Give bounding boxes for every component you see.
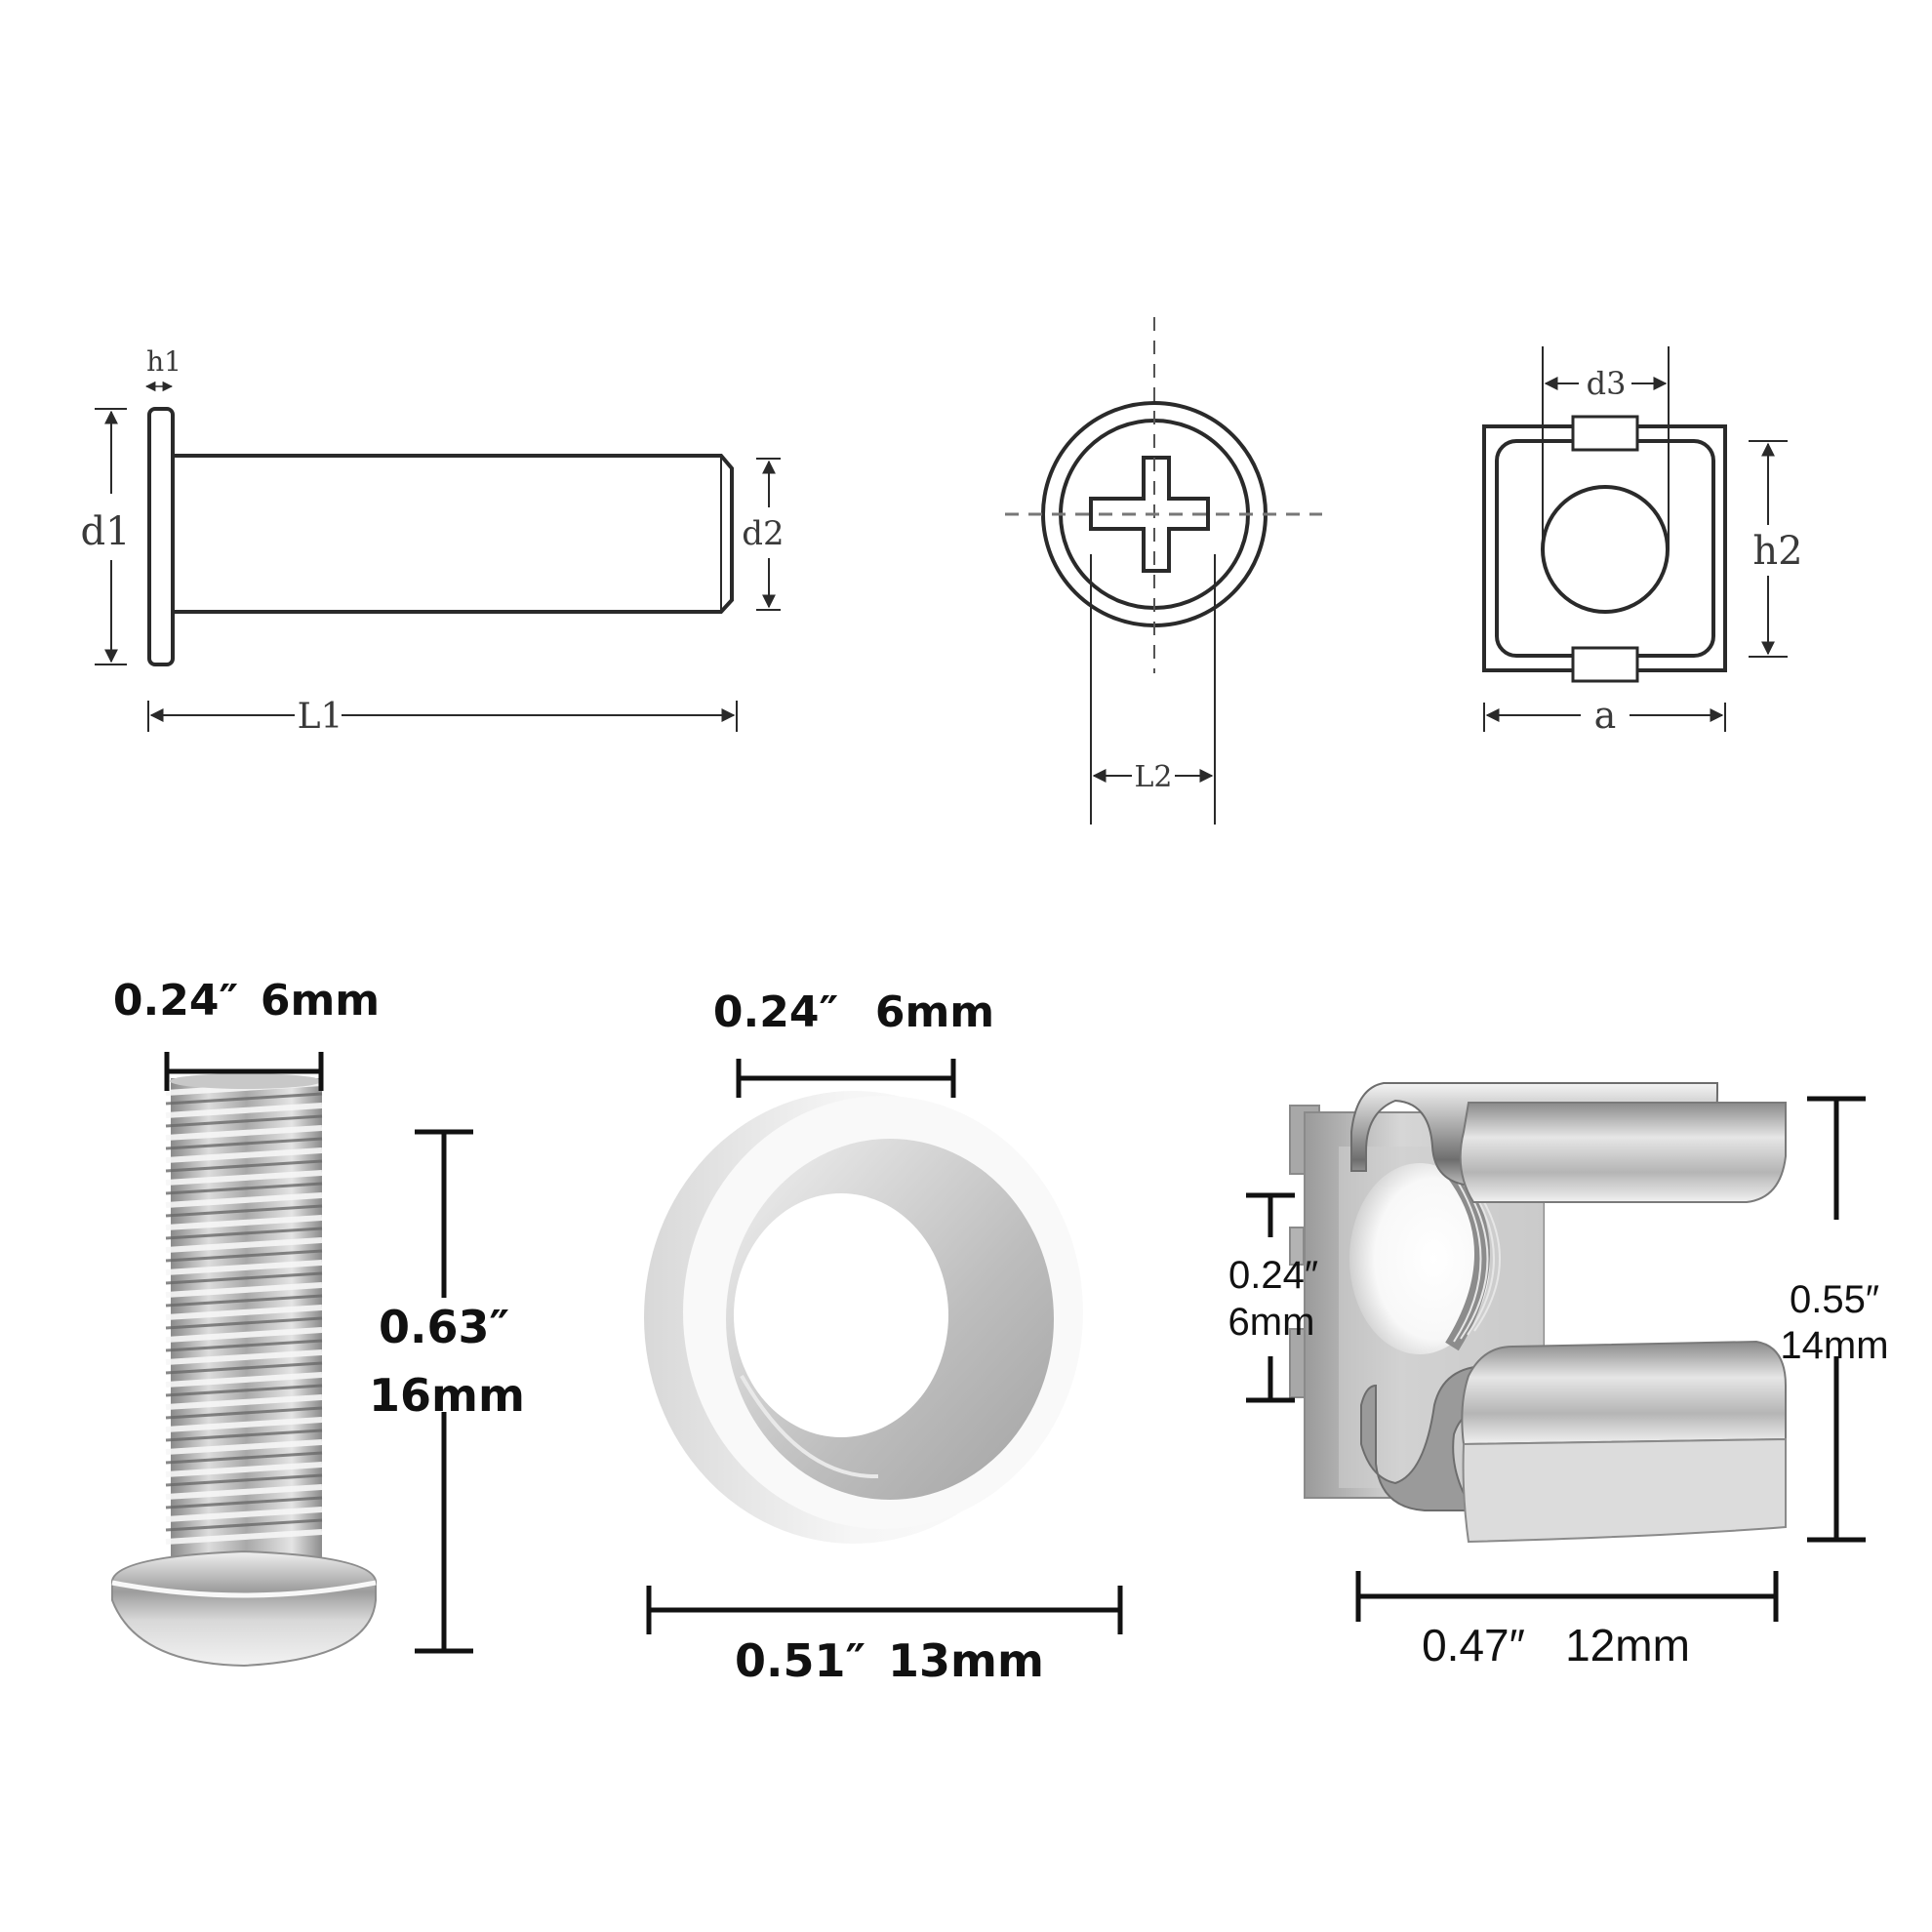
cage-thread-hole: [1541, 485, 1670, 614]
cage-bottom-tab: [1571, 646, 1639, 683]
screw-button-head: [111, 1550, 377, 1668]
label-d1: d1: [80, 509, 130, 554]
washer-hole: [734, 1193, 948, 1437]
cage-outer-square: [1482, 424, 1727, 672]
screw-length-inch: 0.63″: [379, 1301, 509, 1353]
cage-nut-hole-inch: 0.24″: [1228, 1254, 1318, 1297]
cage-nut-dimension-lines: [1246, 1096, 1866, 1622]
screw-head-outline: [147, 407, 175, 666]
cage-nut-top-view-drawing: [1482, 346, 1788, 732]
phillips-cross-icon: [1089, 456, 1210, 573]
screw-head-top-view-drawing: [1005, 317, 1322, 825]
cage-top-tab: [1571, 415, 1639, 452]
cage-nut-bottom-clip: [1461, 1340, 1787, 1446]
cage-nut-height-mm: 14mm: [1780, 1324, 1888, 1367]
screw-shank-outline: [173, 454, 734, 614]
washer-inner-mm: 6mm: [875, 987, 994, 1037]
screw-diameter-inch: 0.24″: [113, 976, 238, 1026]
washer-outer-mm: 13mm: [888, 1634, 1044, 1687]
washer-outer-inch: 0.51″: [735, 1634, 865, 1687]
cage-inner-square: [1495, 439, 1715, 658]
label-L1: L1: [298, 697, 343, 737]
screw-side-view-drawing: [95, 381, 781, 732]
screw-dimension-lines: [164, 1052, 473, 1654]
label-d2: d2: [742, 514, 784, 553]
cage-nut-product: [1289, 1082, 1787, 1544]
cage-nut-width-mm: 12mm: [1565, 1620, 1690, 1670]
screw-thread-highlights: [165, 1080, 323, 1545]
washer-inner-inch: 0.24″: [713, 987, 838, 1037]
screw-product: [111, 1073, 377, 1668]
washer-dimension-lines: [646, 1059, 1123, 1634]
label-d3: d3: [1587, 365, 1627, 402]
screw-length-mm: 16mm: [369, 1369, 525, 1422]
washer-product: [644, 1091, 1083, 1544]
cage-nut-hole-mm: 6mm: [1228, 1301, 1315, 1344]
screw-diameter-mm: 6mm: [261, 976, 380, 1026]
label-L2: L2: [1134, 760, 1172, 794]
label-a: a: [1594, 694, 1617, 737]
cage-nut-width-inch: 0.47″: [1422, 1620, 1525, 1670]
cage-nut-bore: [1349, 1163, 1490, 1354]
label-h1: h1: [146, 345, 181, 378]
label-h2: h2: [1752, 529, 1802, 574]
cage-nut-height-inch: 0.55″: [1790, 1278, 1879, 1321]
